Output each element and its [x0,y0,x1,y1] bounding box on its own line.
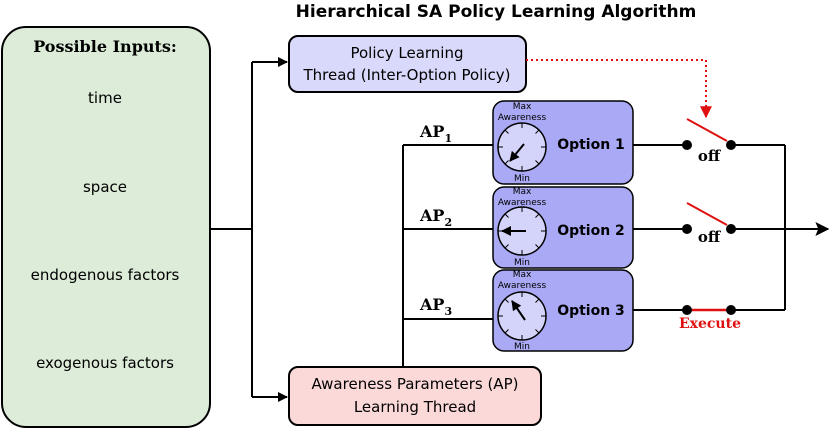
ap-label-2: AP2 [419,206,452,229]
gauge-max-label-1: Max [513,102,532,112]
ap-label-1: AP1 [419,122,452,145]
gauge-needle-3 [511,300,526,321]
option-label-2: Option 2 [557,223,625,239]
policy-learning-thread: Policy Learning Thread (Inter-Option Pol… [288,35,527,93]
policy-thread-line2: Thread (Inter-Option Policy) [303,66,511,84]
ap-bus [402,144,493,367]
policy-control-arrow [526,59,712,119]
input-connectors [210,57,288,402]
switch-1-terminal-left [682,140,692,150]
ap-label-3: AP3 [419,295,452,318]
inputs-panel: Possible Inputs: time space endogenous f… [1,26,211,428]
ap-learning-thread: Awareness Parameters (AP) Learning Threa… [288,366,542,426]
gauge-max-label-2: Max [513,187,532,197]
gauge-caption-2: Awareness [498,198,547,208]
option-block-1: Max Awareness Min Option 1 [492,100,634,185]
gauge-ticks-1 [498,123,546,171]
switch-2-blade [686,202,728,226]
option-block-3: Max Awareness Min Option 3 [492,269,634,352]
gauge-ticks-2 [498,207,546,255]
switch-1-label: off [698,147,722,165]
inputs-heading: Possible Inputs: [33,37,177,56]
gauge-ticks-3 [498,292,546,340]
switch-3: Execute [679,305,741,332]
option-label-1: Option 1 [557,137,625,153]
switch-1: off [682,118,736,165]
option-label-3: Option 3 [557,303,625,319]
policy-thread-line1: Policy Learning [350,44,463,62]
input-item-exogenous: exogenous factors [36,354,174,372]
switch-3-label: Execute [679,316,741,332]
switch-2-terminal-left [682,224,692,234]
gauge-min-label-1: Min [514,174,530,184]
input-item-space: space [83,178,127,196]
gauge-min-label-3: Min [514,342,530,352]
switch-2: off [682,202,736,246]
switch-1-blade [686,118,728,142]
gauge-caption-3: Awareness [498,281,547,291]
ap-thread-line2: Learning Thread [354,398,476,416]
switch-wiring [633,144,830,311]
diagram-title: Hierarchical SA Policy Learning Algorith… [296,2,697,22]
switch-2-terminal-right [726,224,736,234]
gauge-needle-1 [509,143,525,162]
gauge-caption-1: Awareness [498,113,547,123]
ap-thread-line1: Awareness Parameters (AP) [312,375,519,393]
input-item-endogenous: endogenous factors [31,266,180,284]
gauge-max-label-3: Max [513,270,532,280]
switch-1-terminal-right [726,140,736,150]
input-item-time: time [88,89,122,107]
switch-2-label: off [698,228,722,246]
switch-3-terminal-left [682,305,692,315]
switch-3-terminal-right [726,305,736,315]
gauge-min-label-2: Min [514,258,530,268]
option-block-2: Max Awareness Min Option 2 [492,186,634,269]
